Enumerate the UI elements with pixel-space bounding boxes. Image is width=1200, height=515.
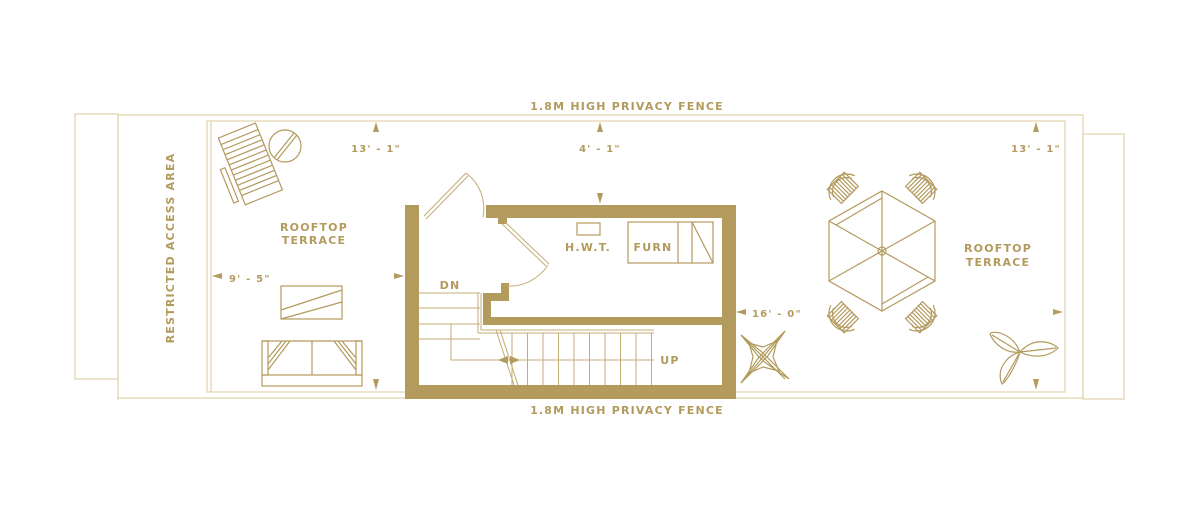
terrace-right-label-1: ROOFTOP <box>964 242 1032 255</box>
exterior-door-leaf-inner <box>425 175 469 220</box>
door-swing-icon[interactable] <box>423 172 550 287</box>
exterior-door-arc <box>465 172 485 218</box>
terrace-left-label-2: TERRACE <box>282 234 346 247</box>
round-side-table-icon <box>268 129 302 163</box>
wall-top-right <box>486 205 736 218</box>
lounge-slat <box>222 134 261 151</box>
hwt-label: H.W.T. <box>565 241 611 254</box>
wall-left <box>405 205 419 399</box>
patio-chair-icon <box>904 300 938 334</box>
lounge-slat <box>224 139 263 156</box>
left-adjacent-block <box>74 113 119 380</box>
wall-interior-notch-h <box>483 293 503 301</box>
arrow-up-right <box>1033 122 1039 132</box>
break-arrow-left <box>498 356 508 364</box>
staircase-icon <box>419 292 654 386</box>
arrow-down-center <box>597 193 603 204</box>
wall-bottom <box>405 385 736 399</box>
arrow-down-right <box>1033 379 1039 390</box>
interior-door-leaf <box>501 223 547 267</box>
coffee-table-icon <box>280 285 343 320</box>
dimension-right-width: 16' - 0" <box>752 309 802 320</box>
leaf-plant-icon <box>989 331 1059 385</box>
lounge-slat <box>241 179 279 197</box>
interior-door-arc <box>505 264 549 287</box>
terrace-left-label-1: ROOFTOP <box>280 221 348 234</box>
wall-interior-notch-v2 <box>501 283 509 301</box>
dimension-left-depth: 13' - 1" <box>351 144 401 155</box>
lounge-slat <box>220 128 259 146</box>
furnace <box>627 221 714 264</box>
arrow-up-left <box>373 122 379 132</box>
interior-door-leaf-inner <box>504 221 550 265</box>
arrow-left-9ft <box>212 273 222 279</box>
door-jamb <box>498 218 507 224</box>
arrow-right-9ft <box>394 273 404 279</box>
lounge-slat <box>235 164 273 181</box>
lounge-slat <box>239 174 277 191</box>
stair-dn-label: DN <box>440 279 461 292</box>
lounge-slat <box>233 159 271 176</box>
restricted-area-label: RESTRICTED ACCESS AREA <box>164 153 177 344</box>
wall-right <box>722 205 736 399</box>
dimension-right-depth: 13' - 1" <box>1011 144 1061 155</box>
right-adjacent-block <box>1082 133 1125 400</box>
lounge-slat <box>231 154 269 171</box>
stair-enclosure <box>405 205 736 399</box>
arrow-right-16ft <box>1053 309 1063 315</box>
furn-label: FURN <box>634 241 673 254</box>
fence-top-label: 1.8M HIGH PRIVACY FENCE <box>530 100 724 113</box>
stair-up-label: UP <box>660 354 679 367</box>
dimension-center-depth: 4' - 1" <box>579 144 621 155</box>
dimension-arrows <box>212 122 1063 390</box>
wall-interior-horizontal <box>483 317 728 325</box>
patio-chair-icon <box>826 300 860 334</box>
lounge-slat <box>226 144 265 161</box>
terrace-right-label-2: TERRACE <box>966 256 1030 269</box>
wall-top-left-stub <box>405 205 419 218</box>
patio-chair-icon <box>826 171 860 205</box>
hot-water-tank <box>576 222 601 236</box>
arrow-down-left <box>373 379 379 390</box>
exterior-door-leaf <box>423 172 467 217</box>
lounge-chair-icon <box>217 122 284 206</box>
lounge-slat <box>237 169 275 186</box>
wall-interior-notch-v <box>483 293 491 325</box>
arrow-up-center <box>597 122 603 132</box>
star-plant-icon <box>740 330 790 384</box>
dimension-left-width: 9' - 5" <box>229 274 271 285</box>
fence-bottom-label: 1.8M HIGH PRIVACY FENCE <box>530 404 724 417</box>
sofa-icon <box>261 340 363 387</box>
umbrella-table-icon <box>828 190 936 312</box>
arrow-left-16ft <box>736 309 746 315</box>
break-arrow-right <box>510 356 520 364</box>
lounge-slat <box>228 149 267 166</box>
patio-chair-icon <box>904 171 938 205</box>
